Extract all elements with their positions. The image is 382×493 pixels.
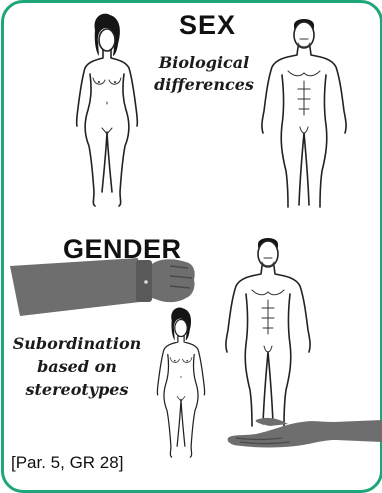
male-figure-icon	[254, 15, 354, 215]
sex-caption-line-2: differences	[148, 74, 260, 96]
female-figure-icon	[62, 12, 152, 212]
gender-caption-line-1: Subordination	[8, 332, 146, 355]
sex-caption-line-1: Biological	[148, 52, 260, 74]
sex-caption: Biological differences	[148, 52, 260, 96]
gender-caption-line-3: stereotypes	[8, 378, 146, 401]
gender-caption: Subordination based on stereotypes	[8, 332, 146, 401]
female-figure-icon	[146, 304, 216, 464]
gender-caption-line-2: based on	[8, 355, 146, 378]
reference-citation: [Par. 5, GR 28]	[11, 453, 123, 473]
open-hand-icon	[226, 412, 382, 458]
sex-title: SEX	[179, 10, 236, 41]
male-figure-icon	[218, 234, 318, 434]
